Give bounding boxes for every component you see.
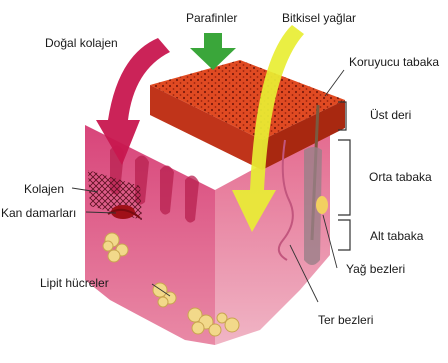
label-sweat-glands: Ter bezleri — [318, 313, 373, 327]
label-dermis: Orta tabaka — [369, 170, 432, 184]
label-blood-vessels: Kan damarları — [1, 206, 76, 220]
label-collagen: Kolajen — [24, 182, 64, 196]
label-protective-layer: Koruyucu tabaka — [349, 55, 439, 69]
label-paraffins: Parafinler — [186, 11, 237, 25]
label-epidermis: Üst deri — [370, 108, 411, 122]
label-vegetable-oils: Bitkisel yağlar — [282, 11, 356, 25]
label-hypodermis: Alt tabaka — [370, 229, 423, 243]
label-lipid-cells: Lipit hücreler — [40, 276, 109, 290]
label-sebaceous-glands: Yağ bezleri — [346, 262, 405, 276]
label-natural-collagen: Doğal kolajen — [45, 36, 118, 50]
